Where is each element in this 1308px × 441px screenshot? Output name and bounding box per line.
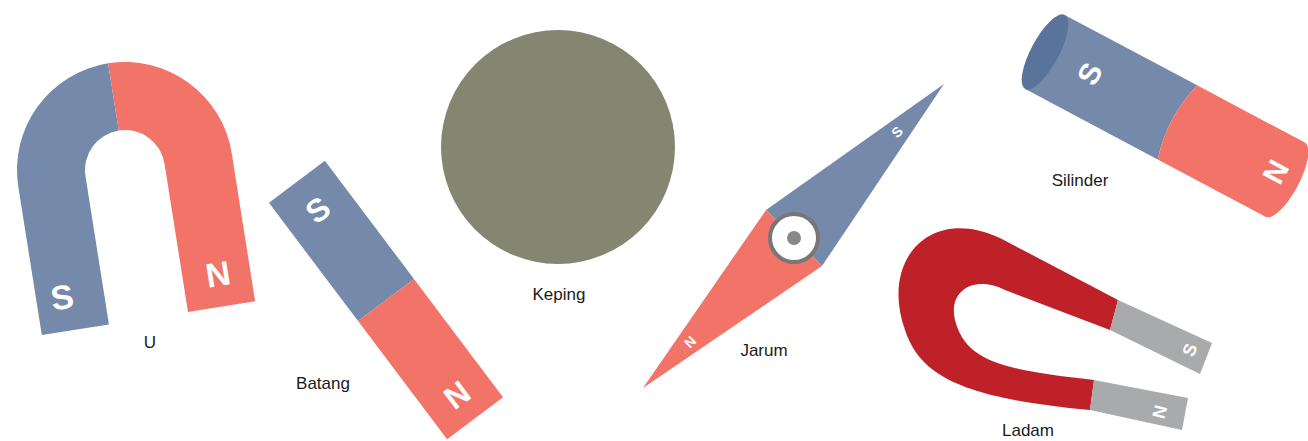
horseshoe-magnet — [898, 228, 1212, 430]
magnet-name: Jarum — [740, 342, 787, 359]
needle-pivot — [770, 214, 818, 262]
horseshoe-tip — [1110, 300, 1212, 374]
magnet-name: Ladam — [1002, 422, 1054, 439]
needle-south-half — [766, 84, 944, 266]
u-magnet — [1, 46, 255, 335]
magnet-name: Keping — [533, 286, 586, 303]
needle-pivot-dot — [787, 231, 801, 245]
cylinder-end — [1013, 8, 1077, 95]
bar-north-half — [358, 279, 503, 439]
cylinder-north-half — [1152, 83, 1308, 224]
magnet-name: U — [144, 334, 156, 351]
cylinder-magnet — [1013, 8, 1308, 223]
u-north-half — [108, 46, 255, 318]
needle-magnet — [643, 84, 944, 388]
needle-north-half — [643, 210, 822, 388]
magnet-name: Silinder — [1052, 172, 1109, 189]
disc-magnet — [441, 30, 675, 264]
pole-letter: N — [203, 255, 233, 292]
horseshoe-tip — [1090, 380, 1188, 430]
magnet-name: Batang — [296, 375, 350, 392]
horseshoe-body — [898, 228, 1118, 410]
